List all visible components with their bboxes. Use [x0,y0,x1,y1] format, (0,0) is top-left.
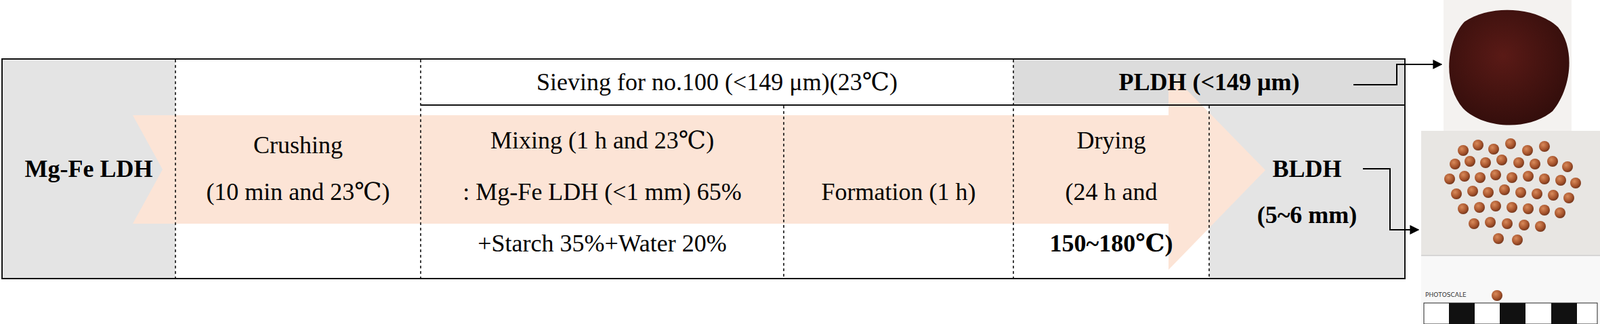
cell-text: Drying [1077,114,1147,166]
cell-text: Crushing [253,121,343,169]
cell-text: Formation (1 h) [821,176,977,207]
cell-text: Mg-Fe LDH [25,153,154,184]
cell-text: PLDH (<149 μm) [1119,67,1300,97]
cell-text: Sieving for no.100 (<149 μm)(23℃) [536,67,898,97]
cell-text: 150~180℃) [1049,217,1174,269]
table-grid [2,58,1405,279]
process-cell: Sieving for no.100 (<149 μm)(23℃) [420,58,1014,105]
photo-scale-label: PHOTOSCALE [1425,291,1467,299]
product-cell: PLDH (<149 μm) [1013,58,1405,105]
cell-text: (24 h and [1065,165,1158,218]
powder-photo [1443,0,1572,131]
pellet-photo [1421,130,1600,324]
cell-text: : Mg-Fe LDH (<1 mm) 65% [462,165,742,218]
cell-text: BLDH [1272,145,1342,192]
material-cell: Mg-Fe LDH [2,58,176,279]
cell-text: (5~6 mm) [1257,191,1358,238]
process-cell: Crushing(10 min and 23℃) [175,58,421,279]
cell-text: Mixing (1 h and 23℃) [490,114,714,166]
cell-text: (10 min and 23℃) [205,168,390,216]
cell-text: +Starch 35%+Water 20% [477,217,727,269]
